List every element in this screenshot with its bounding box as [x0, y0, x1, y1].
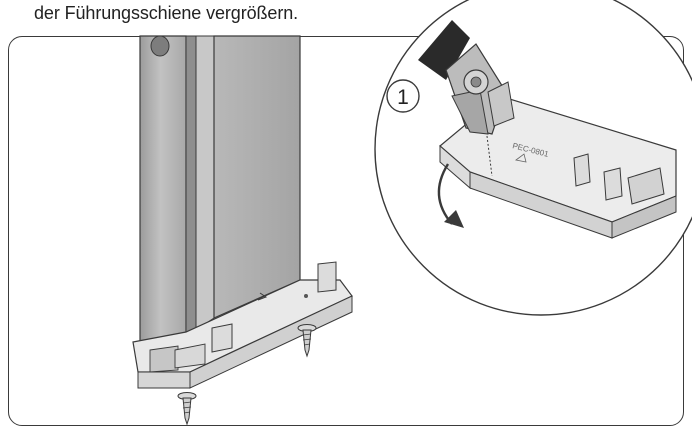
instruction-caption: der Führungsschiene vergrößern. [34, 3, 299, 23]
screw-icon [297, 324, 317, 358]
rail-hole-icon [150, 35, 170, 57]
arrow-mark-icon [257, 292, 268, 301]
end-cap [132, 261, 353, 389]
step-callout: 1 [386, 79, 420, 113]
step-number: 1 [397, 86, 409, 109]
screw-icon [177, 392, 197, 426]
cut-line [485, 127, 493, 177]
detail-zoom-circle: PEC-0801 [374, 0, 692, 316]
pliers-icon [418, 20, 515, 135]
